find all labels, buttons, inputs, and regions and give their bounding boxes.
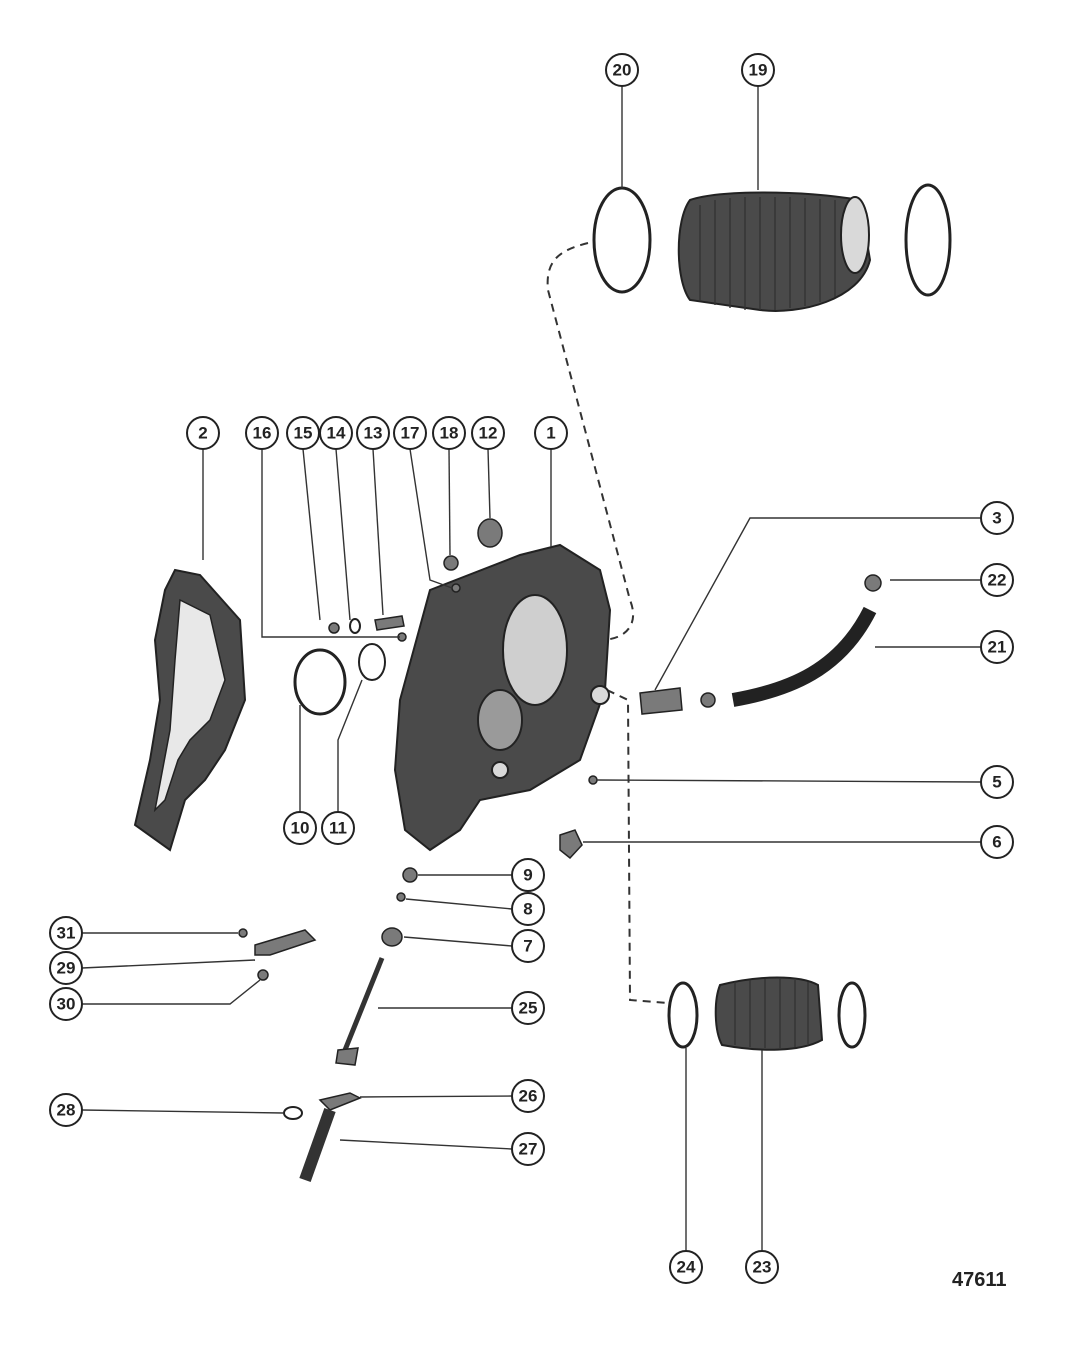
part-28-ring (283, 1106, 303, 1120)
assembly-dash-lower (606, 689, 669, 1004)
callout-16: 16 (245, 416, 279, 450)
callout-15-label: 15 (294, 424, 313, 443)
callout-17-label: 17 (401, 424, 420, 443)
part-25-shaft (342, 957, 385, 1051)
callout-20-label: 20 (613, 61, 632, 80)
part-14-ring (349, 618, 361, 634)
callout-8-label: 8 (523, 900, 532, 919)
callout-18-label: 18 (440, 424, 459, 443)
callout-15: 15 (286, 416, 320, 450)
bellows-large (677, 191, 872, 312)
part-7-bushing (381, 927, 403, 947)
part-25-lever (335, 1047, 359, 1066)
part-9-nut (402, 867, 418, 883)
part-5-plug (588, 775, 598, 785)
callout-9-label: 9 (523, 866, 532, 885)
callout-27-label: 27 (519, 1140, 538, 1159)
callout-13: 13 (356, 416, 390, 450)
part-6-fitting (559, 829, 583, 860)
callout-30: 30 (49, 987, 83, 1021)
part-21-hose (731, 606, 877, 707)
callout-31-label: 31 (57, 924, 76, 943)
callout-1-label: 1 (546, 424, 555, 443)
callout-17: 17 (393, 416, 427, 450)
callout-30-label: 30 (57, 995, 76, 1014)
callout-25: 25 (511, 991, 545, 1025)
part-27-rod (299, 1107, 336, 1183)
callout-13-label: 13 (364, 424, 383, 443)
part-12-seal (477, 518, 503, 548)
callout-26: 26 (511, 1079, 545, 1113)
callout-29-label: 29 (57, 959, 76, 978)
callout-6-label: 6 (992, 833, 1001, 852)
part-15-washer (328, 622, 340, 634)
part-29-bracket (254, 929, 317, 956)
callout-3: 3 (980, 501, 1014, 535)
callout-22: 22 (980, 563, 1014, 597)
callout-11: 11 (321, 811, 355, 845)
callout-22-label: 22 (988, 571, 1007, 590)
figure-number: 47611 (952, 1269, 1007, 1291)
callout-12: 12 (471, 416, 505, 450)
callout-28-label: 28 (57, 1101, 76, 1120)
housing (393, 543, 612, 852)
callout-27: 27 (511, 1132, 545, 1166)
callout-14: 14 (319, 416, 353, 450)
callout-12-label: 12 (479, 424, 498, 443)
part-3-nut (700, 692, 716, 708)
callout-16-label: 16 (253, 424, 272, 443)
callout-14-label: 14 (327, 424, 346, 443)
part-13-stud (374, 615, 405, 631)
callout-21-label: 21 (988, 638, 1007, 657)
part-3-fitting (639, 687, 683, 715)
clamp-large-right (904, 183, 952, 297)
o-ring-large (293, 648, 347, 716)
part-8-washer (396, 892, 406, 902)
callout-10: 10 (283, 811, 317, 845)
clamp-small-right (837, 981, 867, 1049)
leader-lines (81, 86, 982, 1251)
callout-8: 8 (511, 892, 545, 926)
part-26-link (318, 1092, 362, 1111)
callout-26-label: 26 (519, 1087, 538, 1106)
o-ring-small (358, 643, 386, 681)
callout-11-label: 11 (329, 819, 347, 838)
callout-19-label: 19 (749, 61, 768, 80)
part-30-washer (257, 969, 269, 981)
callout-5-label: 5 (992, 773, 1001, 792)
callout-23-label: 23 (753, 1258, 772, 1277)
callout-3-label: 3 (992, 509, 1001, 528)
callout-18: 18 (432, 416, 466, 450)
bellows-small (714, 976, 824, 1051)
part-31-screw (238, 928, 248, 938)
part-18-nut (443, 555, 459, 571)
callout-5: 5 (980, 765, 1014, 799)
callout-20: 20 (605, 53, 639, 87)
callout-9: 9 (511, 858, 545, 892)
part-17-ball (451, 583, 461, 593)
callout-1: 1 (534, 416, 568, 450)
callout-24-label: 24 (677, 1258, 696, 1277)
callout-31: 31 (49, 916, 83, 950)
callout-25-label: 25 (519, 999, 538, 1018)
callout-23: 23 (745, 1250, 779, 1284)
gasket (133, 568, 247, 852)
clamp-large-left (592, 186, 652, 294)
callout-10-label: 10 (291, 819, 310, 838)
callout-24: 24 (669, 1250, 703, 1284)
callout-2: 2 (186, 416, 220, 450)
callout-6: 6 (980, 825, 1014, 859)
callout-7: 7 (511, 929, 545, 963)
part-22-clamp (864, 574, 882, 592)
callout-28: 28 (49, 1093, 83, 1127)
clamp-small-left (667, 981, 699, 1049)
callout-19: 19 (741, 53, 775, 87)
callout-29: 29 (49, 951, 83, 985)
callout-7-label: 7 (523, 937, 532, 956)
callout-2-label: 2 (198, 424, 207, 443)
assembly-dash-upper (546, 242, 635, 641)
callout-21: 21 (980, 630, 1014, 664)
